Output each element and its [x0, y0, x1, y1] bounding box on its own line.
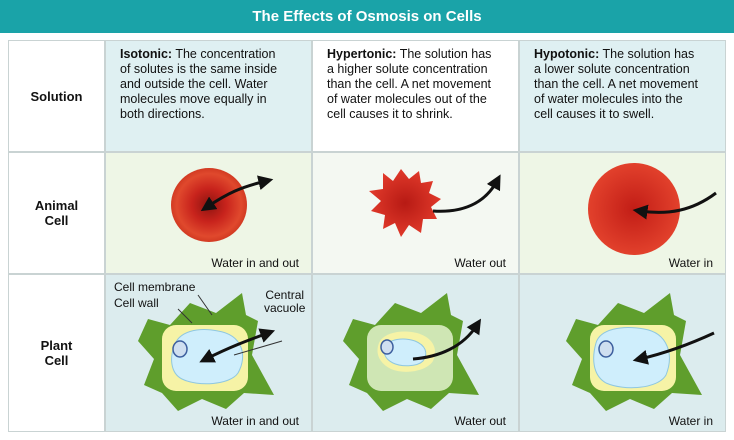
water-arrow-in — [632, 191, 717, 220]
animal-isotonic-illustration — [171, 168, 274, 242]
swollen-vacuole — [593, 327, 670, 389]
desc-hypotonic-line2: a lower solute concentration — [534, 62, 690, 76]
label-cell-wall: Cell wall — [114, 296, 159, 310]
red-blood-cell-swollen — [588, 163, 680, 255]
desc-hypotonic-term: Hypotonic: — [534, 47, 600, 61]
plant-hypotonic-illustration — [566, 293, 715, 411]
desc-hypotonic-line1: The solution has — [602, 47, 695, 61]
plant-isotonic-caption: Water in and out — [211, 414, 299, 428]
animal-hypertonic-illustration — [369, 169, 501, 237]
row-label-plant: Plant Cell — [8, 274, 105, 432]
desc-hypertonic: Hypertonic: The solution has a higher so… — [312, 40, 519, 152]
plant-hypertonic-cell: Water out — [312, 274, 519, 432]
desc-isotonic-line5: both directions. — [120, 107, 205, 121]
wall-leader — [177, 308, 193, 324]
osmosis-table: Solution Animal Cell Plant Cell Isotonic… — [8, 40, 726, 432]
row-label-solution: Solution — [8, 40, 105, 152]
page-title: The Effects of Osmosis on Cells — [0, 0, 734, 33]
desc-hypertonic-line1: The solution has — [399, 47, 492, 61]
label-central-vacuole-line2: vacuole — [264, 301, 306, 315]
nucleus — [380, 339, 394, 355]
desc-isotonic: Isotonic: The concentration of solutes i… — [105, 40, 312, 152]
label-central-vacuole: Central vacuole — [264, 289, 305, 315]
row-label-animal-line1: Animal — [34, 198, 79, 213]
animal-isotonic-cell: Water in and out — [105, 152, 312, 274]
row-label-plant-line2: Cell — [44, 353, 69, 368]
water-arrow-in — [632, 331, 715, 365]
animal-hypotonic-caption: Water in — [668, 256, 713, 270]
membrane-leader — [197, 294, 213, 316]
row-label-animal-line2: Cell — [44, 213, 69, 228]
desc-hypotonic-line5: cell causes it to swell. — [534, 107, 655, 121]
animal-hypotonic-cell: Water in — [519, 152, 726, 274]
red-blood-cell-shrunken — [369, 169, 441, 237]
desc-hypertonic-term: Hypertonic: — [327, 47, 397, 61]
label-central-vacuole-line1: Central — [265, 288, 305, 302]
desc-isotonic-term: Isotonic: — [120, 47, 173, 61]
plant-isotonic-illustration — [138, 293, 283, 411]
row-label-plant-line1: Plant — [40, 338, 73, 353]
desc-hypotonic-line4: of water molecules into the — [534, 92, 683, 106]
plant-isotonic-cell: Cell membrane Cell wall Central vacuole … — [105, 274, 312, 432]
animal-isotonic-caption: Water in and out — [211, 256, 299, 270]
nucleus — [172, 340, 188, 358]
desc-isotonic-line4: molecules move equally in — [120, 92, 267, 106]
water-arrow-both — [200, 175, 274, 212]
desc-hypertonic-line2: a higher solute concentration — [327, 62, 488, 76]
nucleus — [598, 340, 614, 358]
desc-hypotonic: Hypotonic: The solution has a lower solu… — [519, 40, 726, 152]
animal-hypotonic-illustration — [588, 163, 717, 255]
desc-hypotonic-line3: than the cell. A net movement — [534, 77, 698, 91]
animal-hypertonic-caption: Water out — [454, 256, 506, 270]
animal-hypertonic-cell: Water out — [312, 152, 519, 274]
plant-hypertonic-illustration — [343, 293, 482, 411]
row-label-solution-text: Solution — [30, 88, 83, 104]
plant-hypertonic-caption: Water out — [454, 414, 506, 428]
desc-isotonic-line1: The concentration — [175, 47, 276, 61]
plant-hypotonic-cell: Water in — [519, 274, 726, 432]
desc-hypertonic-line3: than the cell. A net movement — [327, 77, 491, 91]
water-arrow-out — [412, 318, 482, 361]
water-arrow-out — [432, 174, 501, 213]
water-arrow-both — [199, 328, 276, 363]
vacuole-leader — [233, 340, 283, 356]
desc-hypertonic-line4: of water molecules out of the — [327, 92, 487, 106]
row-label-animal: Animal Cell — [8, 152, 105, 274]
desc-isotonic-line2: of solutes is the same inside — [120, 62, 278, 76]
desc-hypertonic-line5: cell causes it to shrink. — [327, 107, 453, 121]
desc-isotonic-line3: and outside the cell. Water — [120, 77, 268, 91]
label-cell-membrane: Cell membrane — [114, 280, 196, 294]
plant-hypotonic-caption: Water in — [668, 414, 713, 428]
